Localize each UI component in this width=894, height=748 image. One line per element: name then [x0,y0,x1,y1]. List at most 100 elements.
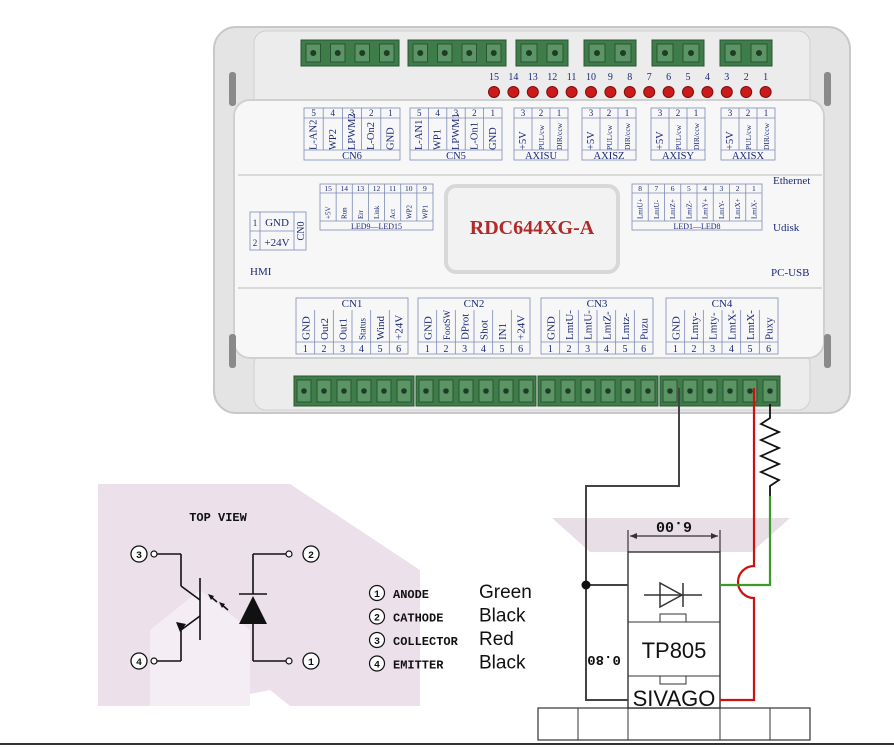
pin-number: 1 [425,344,430,355]
pin-label: Out2 [319,318,331,340]
dim-arrow-left [630,533,637,539]
legend-pin-number: 3 [374,637,380,648]
pin-number: 4 [481,344,486,355]
bottom-terminal-block [537,375,659,407]
status-led [585,86,597,98]
legend-pin-name: COLLECTOR [393,635,459,649]
pin-number: 1 [548,344,553,355]
status-led [701,86,714,98]
led-label: LmtX- [750,199,758,219]
led-number: 3 [720,184,724,193]
pin-label: GND [488,127,499,150]
cn0-pin-label: +24V [264,237,289,249]
pin-label: DIR/ccw [692,122,701,150]
pin-label: DIR/ccw [762,122,771,150]
sensor-top-shade [552,518,790,552]
board-model-name: RDC644XG-A [470,217,595,239]
pin-number: 4 [729,344,734,355]
optocoupler-background-accent [150,590,250,706]
cn0-name: CN0 [296,222,307,241]
legend-pin-number: 2 [374,614,380,625]
wire-red [720,388,756,702]
led-symbol [239,596,267,624]
pin-number: 4 [604,344,609,355]
pin-label: +5V [518,131,529,150]
pin-label: Lmtz- [620,313,632,340]
pin-number: 6 [766,344,771,355]
pin-number: 6 [396,344,401,355]
hmi-label: HMI [250,266,272,278]
bottom-terminal-block [415,375,537,407]
pin-label: L-On1 [469,122,480,150]
bottom-terminal-block [659,375,781,407]
pin-number: 5 [378,344,383,355]
pin3-marker: 3 [130,545,148,563]
pin-number: 1 [694,108,699,118]
pin-number: 5 [417,108,422,118]
top-pin-number: 15 [489,72,499,83]
svg-text:3: 3 [136,551,142,562]
top-pin-number: 9 [608,72,613,83]
pin-number: 5 [500,344,505,355]
pin-number: 2 [472,108,477,118]
led-label: WP1 [421,205,429,220]
light-arrow-2 [219,602,225,608]
led-label: Err [357,209,365,219]
pin-label: IN1 [497,323,509,340]
pin-label: +5V [655,131,666,150]
pin-label: LPWM1 [451,113,462,150]
connector-name: CN4 [712,298,733,310]
pin-label: PUL/cw [674,124,683,150]
led-number: 7 [655,184,659,193]
pin-label: GND [422,316,434,340]
pin-number: 4 [331,108,336,118]
pin-label: L-AN2 [309,120,320,150]
wire-junction [581,580,591,590]
top-view-title: TOP VIEW [189,511,247,525]
led-number: 5 [687,184,691,193]
status-led [546,86,559,98]
pin-label: PUL/cw [744,124,753,150]
grip-left-top [229,72,236,106]
led-number: 10 [405,184,413,193]
led-label: WP2 [405,205,413,220]
pin-label: DProt [460,314,472,340]
led-label: LmtZ+ [669,199,677,219]
status-led [488,86,500,98]
pin2-marker: 2 [302,545,320,563]
top-terminal-block [583,39,637,67]
led-number: 12 [373,184,381,193]
pin-label: Puxy [764,317,776,340]
pin-label: LmtX- [745,310,757,340]
led-number: 4 [703,184,707,193]
pin-number: 2 [676,108,681,118]
led-group-name: LED9—LED15 [351,222,402,231]
pin-number: 1 [388,108,393,118]
ethernet-label: Ethernet [773,175,810,187]
connector-name: CN1 [342,298,363,310]
pin-label: LmtX- [726,310,738,340]
pin-label: L-On2 [366,122,377,150]
grip-right-top [824,72,831,106]
pin2-dot [285,550,293,558]
sensor-body [627,551,721,709]
pin-label: PUL/cw [537,124,546,150]
pin-number: 6 [641,344,646,355]
connector-name: AXISZ [594,151,625,162]
pin-number: 2 [539,108,544,118]
top-pin-number: 10 [586,72,596,83]
pin-label: +5V [586,131,597,150]
sensor-slot-top [659,613,687,623]
dim-arrow-right [711,533,718,539]
legend-pin-number: 1 [374,590,380,601]
pin-number: 1 [303,344,308,355]
